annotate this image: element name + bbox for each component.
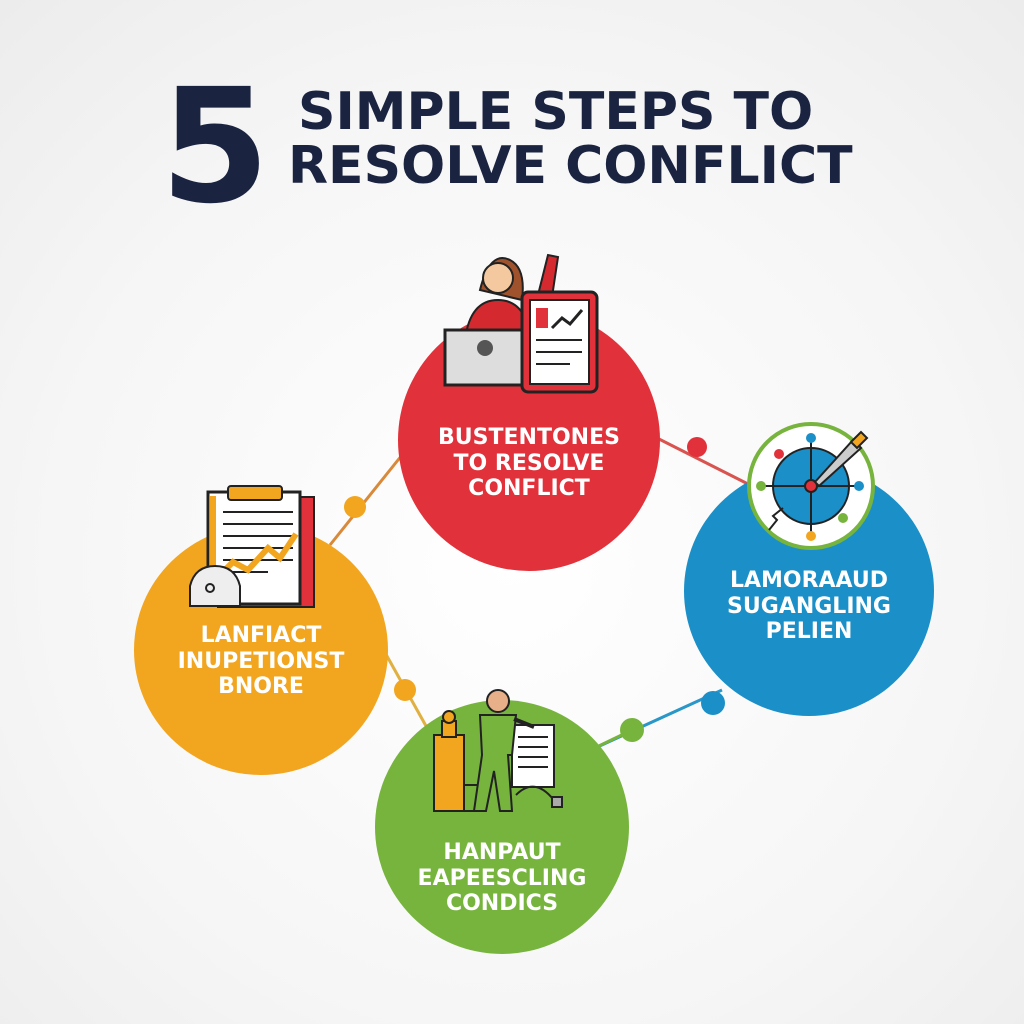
label-line: BUSTENTONES [438, 425, 620, 450]
connector-dot [344, 496, 366, 518]
label-line: CONFLICT [468, 476, 590, 502]
title-number: 5 [160, 55, 270, 239]
label-line: TO RESOLVE [453, 450, 605, 476]
clipboard-chart-icon [189, 485, 315, 608]
label-line: HANPAUT [443, 840, 561, 865]
label-line: PELIEN [765, 619, 853, 645]
step-label: LANFIACT INUPETIONST BNORE [134, 623, 388, 700]
title-line-1: SIMPLE STEPS TO [298, 82, 814, 142]
label-line: EAPEESCLING [417, 865, 587, 891]
title-line-2: RESOLVE CONFLICT [288, 136, 853, 196]
label-line: INUPETIONST [177, 648, 345, 674]
step-circle-green: HANPAUT EAPEESCLING CONDICS [375, 700, 629, 954]
connector-red-orange [328, 454, 404, 546]
connector-dot [394, 679, 416, 701]
step-label: BUSTENTONES TO RESOLVE CONFLICT [398, 425, 660, 502]
step-label: HANPAUT EAPEESCLING CONDICS [375, 840, 629, 917]
label-line: LANFIACT [200, 623, 322, 648]
presenter-with-tablet-icon [443, 253, 599, 394]
connector-red-blue [654, 435, 751, 487]
compass-target-icon [747, 422, 875, 550]
connector-dot [620, 718, 644, 742]
label-line: CONDICS [445, 891, 559, 917]
step-label: LAMORAAUD SUGANGLING PELIEN [684, 568, 934, 645]
connector-dot [687, 437, 707, 457]
connector-dot [701, 691, 725, 715]
worker-with-document-icon [433, 689, 563, 812]
step-circle-blue: LAMORAAUD SUGANGLING PELIEN [684, 466, 934, 716]
label-line: SUGANGLING [727, 593, 891, 619]
label-line: LAMORAAUD [729, 568, 889, 593]
label-line: BNORE [218, 674, 304, 700]
